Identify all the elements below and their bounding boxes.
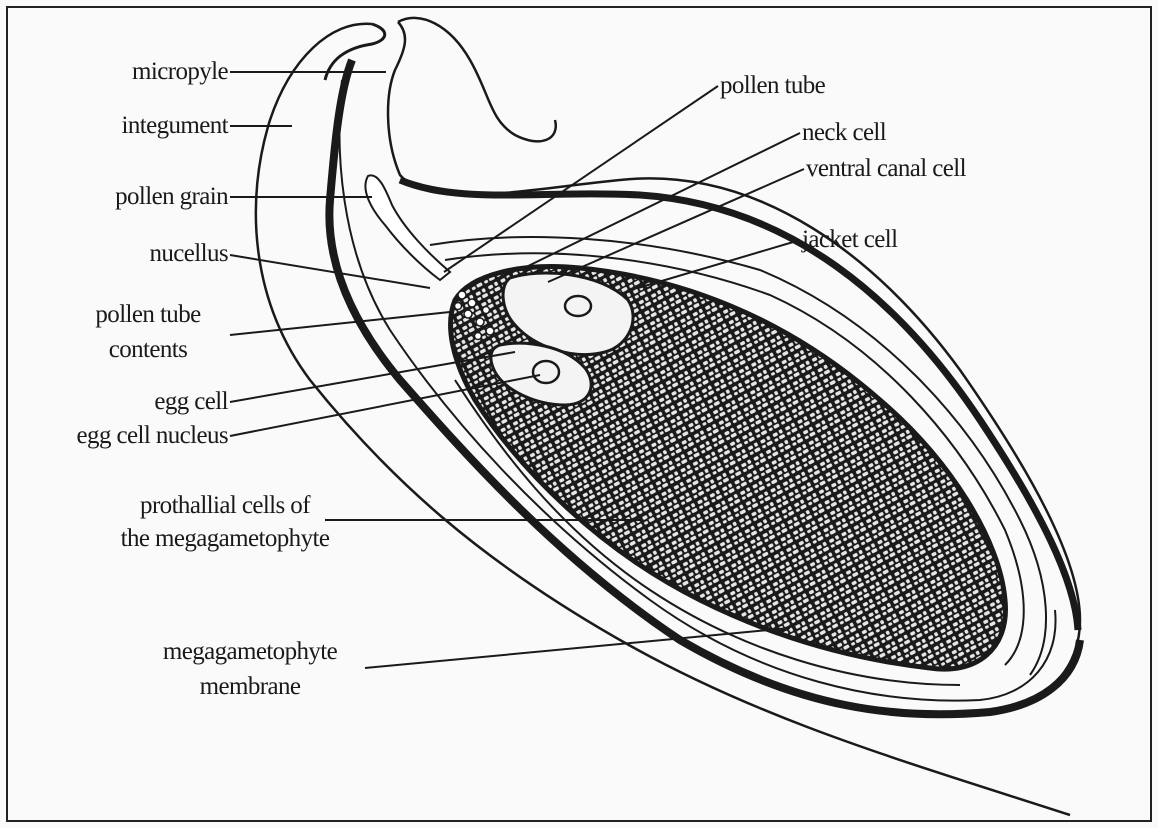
archegonium-upper-nucleus [565, 296, 591, 316]
label-pollen-grain: pollen grain [115, 181, 228, 212]
label-integument: integument [122, 110, 228, 141]
label-prothallial-line1: prothallial cells of [90, 490, 360, 521]
label-egg-cell: egg cell [154, 386, 228, 417]
egg-cell-nucleus-shape [533, 361, 559, 383]
label-pollen-tube-contents-line1: pollen tube [78, 299, 218, 330]
label-jacket-cell: jacket cell [802, 224, 897, 255]
label-ventral-canal-cell: ventral canal cell [806, 153, 966, 184]
label-micropyle: micropyle [132, 56, 228, 87]
label-egg-cell-nucleus: egg cell nucleus [77, 420, 228, 451]
label-membrane-line1: megagametophyte [130, 636, 370, 667]
leader-nucellus [230, 255, 430, 288]
label-membrane-line2: membrane [130, 671, 370, 702]
label-pollen-tube-contents-line2: contents [78, 334, 218, 365]
label-pollen-tube: pollen tube [720, 70, 825, 101]
micropyle-lip-right [398, 18, 556, 141]
leader-pollen-tube-contents [230, 312, 450, 335]
label-prothallial-line2: the megagametophyte [90, 523, 360, 554]
label-neck-cell: neck cell [802, 117, 886, 148]
label-nucellus: nucellus [149, 238, 228, 269]
